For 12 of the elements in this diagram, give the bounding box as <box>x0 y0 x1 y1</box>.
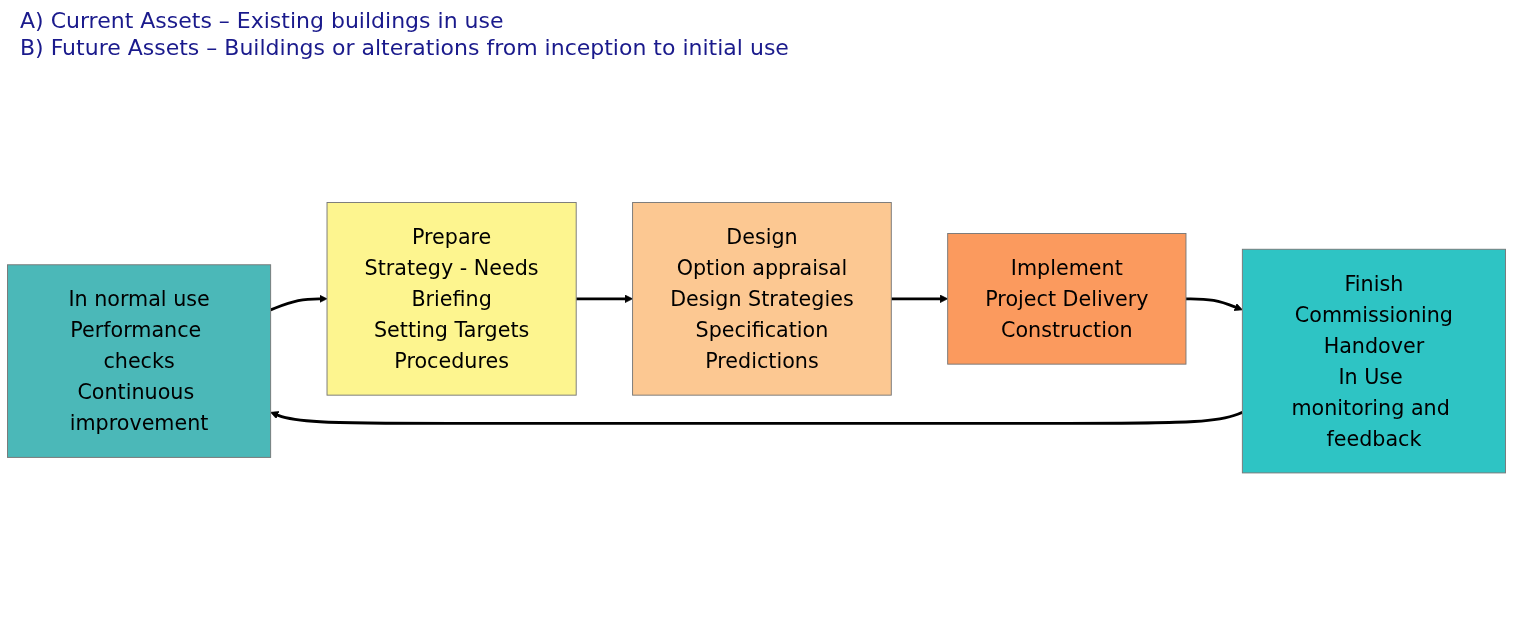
node-box: Design Option appraisal Design Strategies Specification Predictions <box>632 202 892 396</box>
arrow <box>1186 297 1243 312</box>
section-heading: A) Current Assets – Existing buildings in use <box>20 8 505 33</box>
arrow <box>270 295 328 312</box>
node-box: In normal use Performance checks Continuous improvement <box>7 264 272 459</box>
node-box: Finish Commissioning Handover In Use monitoring and feedback <box>1241 249 1506 474</box>
arrow <box>576 295 633 304</box>
section-heading: B) Future Assets – Buildings or alterations from inception to initial use <box>20 35 790 60</box>
node-box: Implement Project Delivery Construction <box>947 233 1187 365</box>
node-box: Prepare Strategy - Needs Briefing Setting Targets Procedures <box>326 202 577 396</box>
arrow <box>270 411 1243 426</box>
arrow <box>891 295 949 304</box>
